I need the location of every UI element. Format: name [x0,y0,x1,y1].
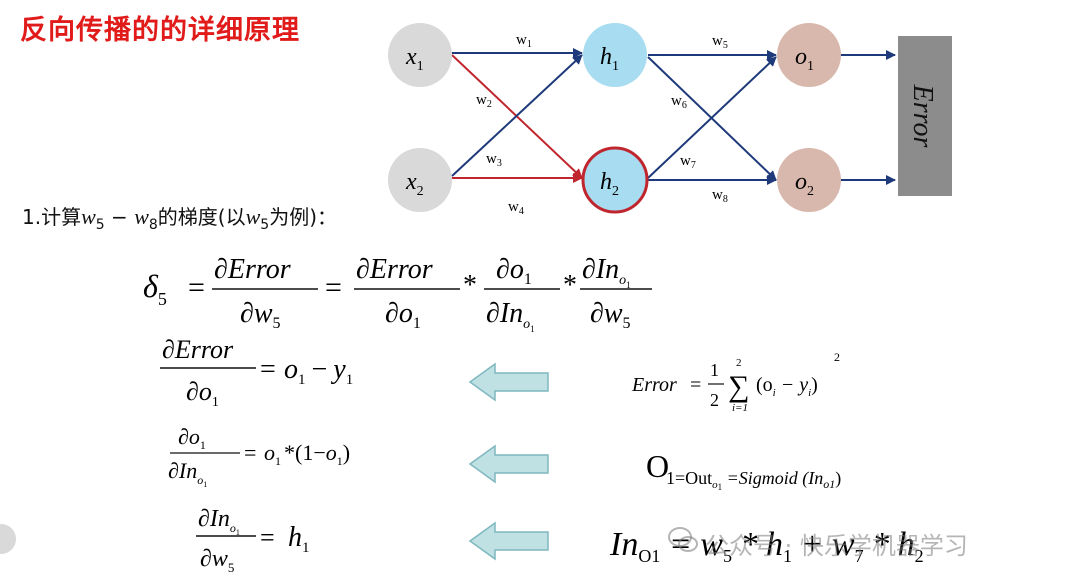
formula-delta: δ5 = ∂Error ∂w5 = ∂Error ∂o1 * ∂o1 ∂Ino1… [143,254,652,334]
formula-in-o1: InO1 = w5 * h1 + w7 * h2 [609,526,924,566]
label-x1: x1 [405,44,424,74]
svg-text:=: = [244,440,256,465]
weight-w7: w7 [680,153,696,171]
svg-text:∂w5: ∂w5 [200,546,234,575]
side-scroll-handle[interactable] [0,524,16,554]
node-x1 [388,23,452,87]
node-x2 [388,148,452,212]
svg-text:InO1 = w5 * h1 + w7 * h2: InO1 = w5 * h1 + w7 * h2 [609,526,924,566]
svg-text:i=1: i=1 [732,402,748,414]
weight-w6: w6 [671,93,687,111]
weight-w3: w3 [486,151,502,169]
svg-text:∂Error: ∂Error [162,335,234,364]
svg-text:∂Ino1: ∂Ino1 [582,254,631,290]
svg-text:o1−y1: o1−y1 [284,354,353,388]
weight-w2: w2 [476,92,492,110]
arrow-left-2 [468,444,549,484]
edge-w3 [451,54,583,177]
edge-w7 [647,56,777,179]
svg-text:∂o1: ∂o1 [186,377,219,410]
svg-text:∂Ino1: ∂Ino1 [486,298,535,334]
svg-text:O: O [646,448,669,484]
svg-text:∂o1: ∂o1 [496,254,532,288]
svg-text:∂o1: ∂o1 [385,298,421,332]
label-o1: o1 [795,44,814,74]
svg-text:1=Outo1 =Sigmoid (Ino1): 1=Outo1 =Sigmoid (Ino1) [666,468,841,492]
svg-text:=: = [188,271,205,304]
formula-error-definition: Error = 1 2 2 ∑ i=1 (oi − yi) 2 [631,350,840,414]
page-title: 反向传播的的详细原理 [20,15,300,46]
svg-text:∑: ∑ [728,370,749,403]
watermark: 公众号 · 快乐学机器学习 [705,532,968,560]
formula-do1-dino1: ∂o1 ∂Ino1 = o1*(1−o1) [168,424,350,489]
svg-text:2: 2 [710,390,719,410]
svg-text:1: 1 [710,360,719,380]
step-heading: 1.计算w5 − w8的梯度(以w5为例)： [22,204,338,233]
arrow-left-1 [468,362,549,402]
svg-text:2: 2 [834,350,840,364]
svg-text:=: = [260,523,275,552]
svg-text:∂o1: ∂o1 [178,424,206,452]
label-h2: h2 [600,169,619,199]
weight-w5: w5 [712,33,728,51]
weight-w8: w8 [712,187,728,205]
label-x2: x2 [405,169,424,199]
weight-w1: w1 [516,32,532,50]
label-o2: o2 [795,169,814,199]
svg-text:=: = [690,374,701,396]
svg-text:2: 2 [736,357,742,369]
weight-w4: w4 [508,199,524,217]
formula-dino1-dw5: ∂Ino1 ∂w5 = h1 [196,506,310,575]
svg-text:∂Error: ∂Error [356,254,433,285]
svg-text:δ5: δ5 [143,268,167,309]
label-h1: h1 [600,44,619,74]
svg-text:=: = [325,271,342,304]
wechat-icon [668,527,698,552]
svg-text:∂Error: ∂Error [214,254,291,285]
svg-text:Error: Error [631,374,677,396]
node-h2 [581,146,649,214]
svg-text:o1*(1−o1): o1*(1−o1) [264,440,350,468]
node-h1 [583,23,647,87]
svg-text:*: * [463,270,477,301]
svg-text:=: = [260,354,276,385]
node-o1 [777,23,841,87]
svg-text:(oi − yi): (oi − yi) [756,374,818,399]
formula-sigmoid: O 1=Outo1 =Sigmoid (Ino1) [646,448,841,492]
arrow-left-3 [468,521,549,561]
error-box-label: Error [907,84,938,148]
svg-text:∂Ino1: ∂Ino1 [198,506,240,537]
node-o2 [777,148,841,212]
svg-text:*: * [563,270,577,301]
svg-text:∂w5: ∂w5 [590,298,631,332]
svg-text:∂w5: ∂w5 [240,298,281,332]
error-box [898,36,952,196]
svg-text:h1: h1 [288,522,310,556]
svg-text:∂Ino1: ∂Ino1 [168,458,207,489]
formula-derror-do1: ∂Error ∂o1 = o1−y1 [160,335,353,410]
